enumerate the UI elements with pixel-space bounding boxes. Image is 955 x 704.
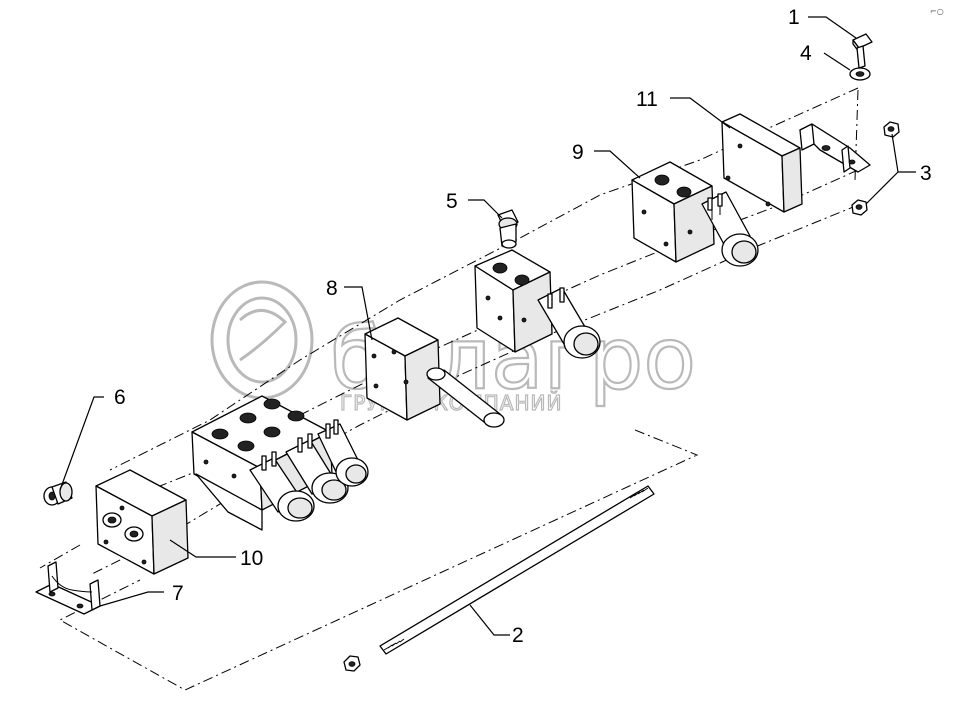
bracket-upper (799, 123, 871, 173)
callout-6: 6 (114, 386, 126, 409)
nut-part-3-upper (883, 121, 900, 138)
callout-11: 11 (636, 88, 658, 111)
callout-10: 10 (240, 547, 263, 570)
bracket-part-7 (35, 561, 101, 615)
callout-5: 5 (446, 190, 458, 213)
callout-8: 8 (326, 277, 338, 300)
washer-part-4 (849, 67, 871, 81)
callout-1: 1 (788, 6, 800, 29)
callouts: 1 2 3 4 5 6 7 8 9 10 11 (114, 6, 932, 647)
watermark-logo-icon (210, 280, 314, 400)
end-block-part-10 (95, 469, 189, 575)
valve-block-middle (474, 249, 553, 353)
solenoid-coils-triple (249, 419, 369, 522)
valve-block-part-9 (631, 161, 715, 263)
leader-lines (59, 16, 916, 636)
callout-7: 7 (172, 582, 184, 605)
callout-9: 9 (572, 141, 584, 164)
fitting-part-6 (43, 481, 73, 506)
nut-part-3-lower (851, 199, 868, 216)
callout-2: 2 (512, 624, 524, 647)
fitting-part-5 (497, 209, 519, 249)
callout-3: 3 (920, 162, 932, 185)
solenoid-coil-middle (537, 287, 601, 359)
cover-plate-part-11 (721, 113, 803, 213)
solenoid-coil-part-9 (701, 191, 759, 267)
bolt-part-1 (852, 33, 873, 69)
rod-nut-part-2 (343, 655, 361, 672)
spindle-part-8 (426, 367, 505, 428)
triple-valve-block (191, 395, 333, 531)
threaded-rod-part-2 (379, 485, 655, 655)
callout-4: 4 (800, 42, 812, 65)
block-part-8 (364, 317, 441, 421)
corner-mark: ⌐○ (930, 7, 944, 16)
